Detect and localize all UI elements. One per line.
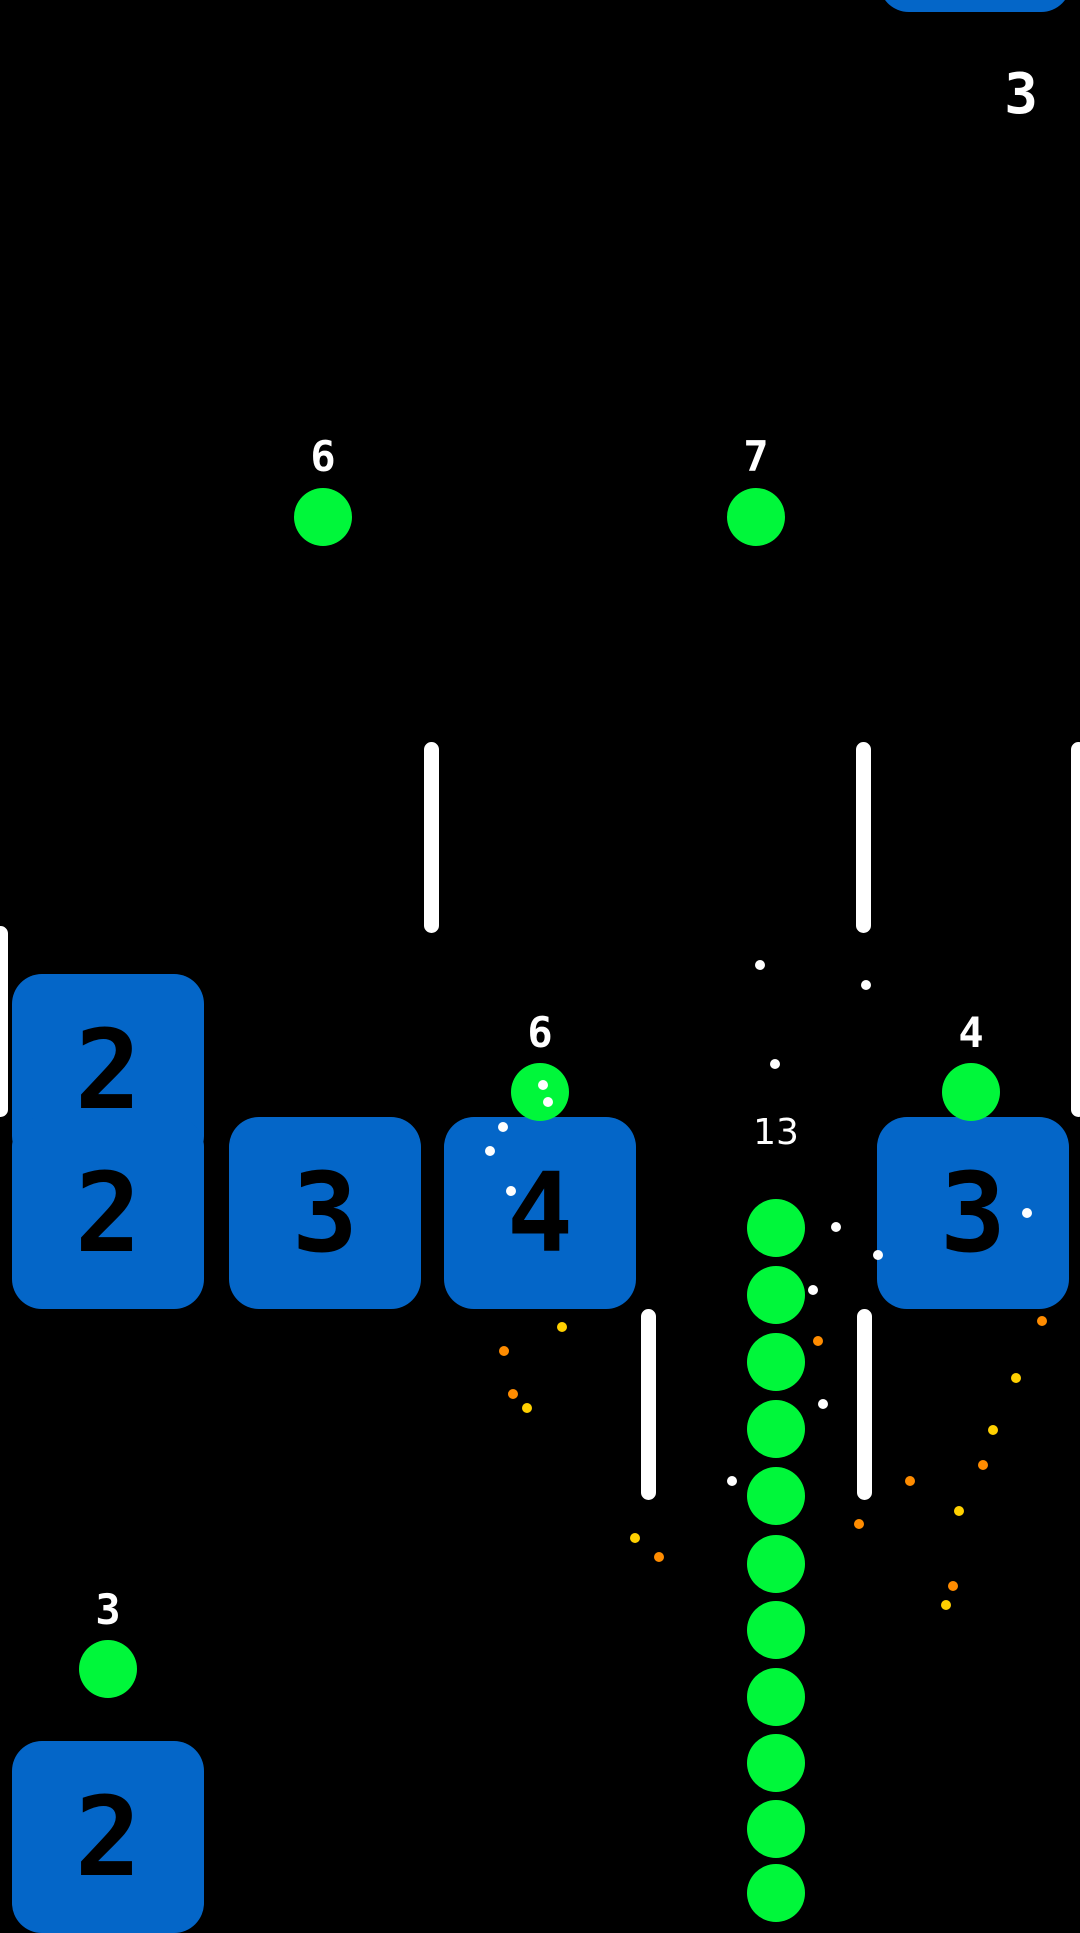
block-value: 2 (74, 1773, 142, 1901)
particle (1037, 1316, 1047, 1326)
snake-segment (747, 1333, 805, 1391)
particle (538, 1080, 548, 1090)
particle (954, 1506, 964, 1516)
particle (485, 1146, 495, 1156)
block: 3 (229, 1117, 421, 1309)
particle (988, 1425, 998, 1435)
pickup-ball (942, 1063, 1000, 1121)
particle (941, 1600, 951, 1610)
particle (1011, 1373, 1021, 1383)
block-value: 2 (74, 1149, 142, 1277)
snake-segment (747, 1467, 805, 1525)
block: 2 (12, 1741, 204, 1933)
particle (978, 1460, 988, 1470)
particle (727, 1476, 737, 1486)
particle (508, 1389, 518, 1399)
particle (630, 1533, 640, 1543)
particle (808, 1285, 818, 1295)
block-value: 2 (74, 1006, 142, 1134)
block (879, 0, 1071, 12)
particle (543, 1097, 553, 1107)
snake-segment (747, 1601, 805, 1659)
particle (905, 1476, 915, 1486)
snake-length: 13 (753, 1112, 799, 1153)
pickup-ball (294, 488, 352, 546)
particle (831, 1222, 841, 1232)
snake-segment (747, 1864, 805, 1922)
particle (654, 1552, 664, 1562)
particle (499, 1346, 509, 1356)
ball-value: 6 (527, 1008, 553, 1057)
block-value: 4 (506, 1149, 574, 1277)
block: 4 (444, 1117, 636, 1309)
wall (857, 1309, 872, 1500)
particle (498, 1122, 508, 1132)
ball-value: 4 (958, 1008, 984, 1057)
block: 2 (12, 1117, 204, 1309)
particle (506, 1186, 516, 1196)
snake-segment (747, 1535, 805, 1593)
particle (813, 1336, 823, 1346)
particle (770, 1059, 780, 1069)
particle (755, 960, 765, 970)
snake-segment (747, 1800, 805, 1858)
wall (856, 742, 871, 933)
wall (0, 926, 8, 1117)
particle (861, 980, 871, 990)
particle (1022, 1208, 1032, 1218)
ball-value: 6 (310, 432, 336, 481)
snake-segment (747, 1400, 805, 1458)
block-value: 3 (939, 1149, 1007, 1277)
particle (873, 1250, 883, 1260)
snake-head (747, 1199, 805, 1257)
ball-value: 7 (743, 432, 769, 481)
wall (1071, 742, 1080, 1117)
particle (948, 1581, 958, 1591)
snake-segment (747, 1734, 805, 1792)
score-counter: 3 (1004, 62, 1038, 127)
pickup-ball (79, 1640, 137, 1698)
particle (854, 1519, 864, 1529)
particle (522, 1403, 532, 1413)
pickup-ball (511, 1063, 569, 1121)
wall (424, 742, 439, 933)
particle (557, 1322, 567, 1332)
snake-segment (747, 1668, 805, 1726)
wall (641, 1309, 656, 1500)
pickup-ball (727, 488, 785, 546)
snake-segment (747, 1266, 805, 1324)
ball-value: 3 (95, 1585, 121, 1634)
particle (818, 1399, 828, 1409)
block: 3 (877, 1117, 1069, 1309)
block-value: 3 (291, 1149, 359, 1277)
